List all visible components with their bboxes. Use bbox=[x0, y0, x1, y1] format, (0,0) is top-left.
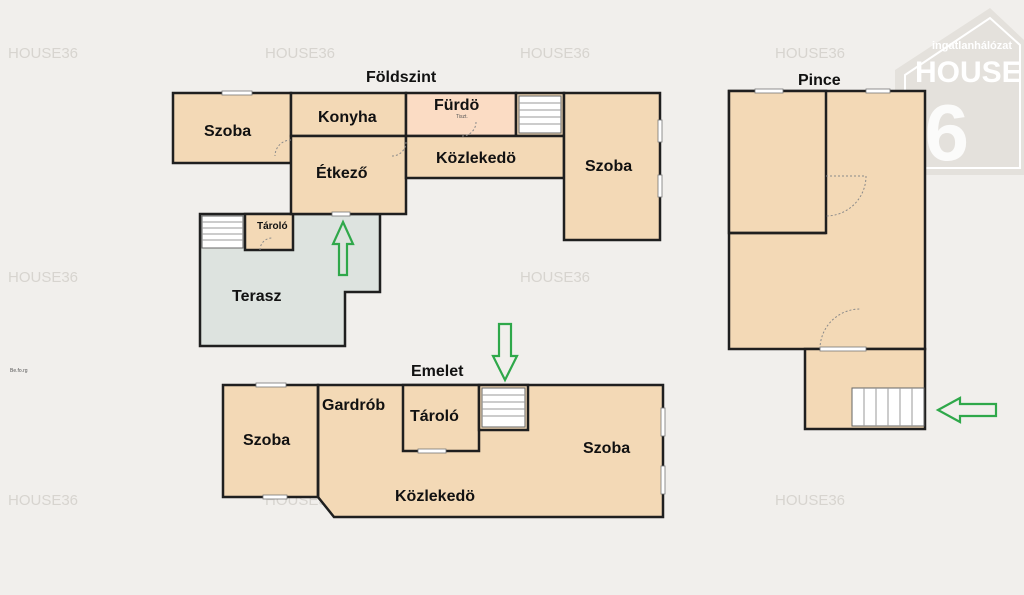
logo-tagline: ingatlanhálózat bbox=[932, 40, 1012, 52]
room-label: Tároló bbox=[410, 408, 459, 425]
window bbox=[819, 346, 867, 352]
window bbox=[255, 382, 287, 388]
door-swing bbox=[274, 139, 292, 157]
room-label: Étkező bbox=[316, 163, 368, 182]
entrance-arrow-icon bbox=[491, 322, 519, 383]
room-furdo bbox=[404, 91, 518, 138]
watermark: HOUSE36 bbox=[8, 492, 78, 509]
room-label: Közlekedö bbox=[436, 150, 516, 167]
window bbox=[331, 211, 351, 217]
stair-steps bbox=[482, 394, 525, 417]
entrance-arrow-icon bbox=[935, 396, 998, 424]
room-tarolo-ground bbox=[243, 212, 295, 252]
room-label: Szoba bbox=[243, 432, 290, 449]
floor-title-upper: Emelet bbox=[411, 363, 464, 380]
upper-floor: Szoba Gardrób Tároló Szoba Közlekedö bbox=[221, 322, 666, 519]
logo-brand: HOUSE bbox=[915, 56, 1022, 89]
room-label: Közlekedö bbox=[395, 488, 475, 505]
room-label: Terasz bbox=[232, 288, 282, 305]
room-label: Szoba bbox=[204, 123, 251, 140]
watermark: HOUSE36 bbox=[775, 492, 845, 509]
door-swing bbox=[825, 175, 867, 217]
ground-floor: Szoba Konyha Fürdö Tiszt. Étkező Közleke… bbox=[171, 90, 663, 348]
window bbox=[865, 88, 891, 94]
room-label: Tároló bbox=[257, 221, 288, 232]
stair-steps bbox=[519, 102, 561, 125]
window bbox=[221, 90, 253, 96]
window bbox=[660, 407, 666, 437]
window bbox=[657, 174, 663, 198]
room-szoba-ground-right bbox=[562, 91, 662, 242]
room-note: Tiszt. bbox=[456, 114, 468, 120]
room-etkezo bbox=[289, 134, 408, 216]
stair-steps bbox=[863, 388, 913, 426]
window bbox=[657, 119, 663, 143]
door-swing bbox=[259, 237, 273, 251]
stairs-upper bbox=[481, 387, 526, 428]
floor-title-cellar: Pince bbox=[798, 72, 841, 89]
stair-steps bbox=[202, 221, 243, 241]
floor-title-ground: Földszint bbox=[366, 69, 437, 86]
watermark: HOUSE36 bbox=[265, 45, 335, 62]
window bbox=[754, 88, 784, 94]
watermark: HOUSE36 bbox=[8, 45, 78, 62]
door-swing bbox=[391, 141, 407, 157]
watermark: HOUSE36 bbox=[775, 45, 845, 62]
stairs-ground bbox=[518, 95, 562, 134]
entrance-arrow-icon bbox=[331, 219, 355, 277]
room-label: Szoba bbox=[585, 158, 632, 175]
room-label: Szoba bbox=[583, 440, 630, 457]
watermark: HOUSE36 bbox=[520, 45, 590, 62]
window bbox=[262, 494, 288, 500]
room-label: Gardrób bbox=[322, 397, 385, 414]
room-label: Konyha bbox=[318, 109, 377, 126]
room-cellar-small bbox=[727, 89, 828, 235]
cellar-floor bbox=[727, 88, 998, 431]
room-label: Fürdö bbox=[434, 97, 480, 114]
scale-note: Be.fo.rg bbox=[10, 368, 28, 374]
door-swing bbox=[461, 121, 477, 137]
watermark: HOUSE36 bbox=[8, 269, 78, 286]
window bbox=[417, 448, 447, 454]
stairs-terrace bbox=[201, 215, 244, 249]
window bbox=[660, 465, 666, 495]
watermark: HOUSE36 bbox=[520, 269, 590, 286]
room-kozlekedo-ground bbox=[404, 134, 566, 180]
